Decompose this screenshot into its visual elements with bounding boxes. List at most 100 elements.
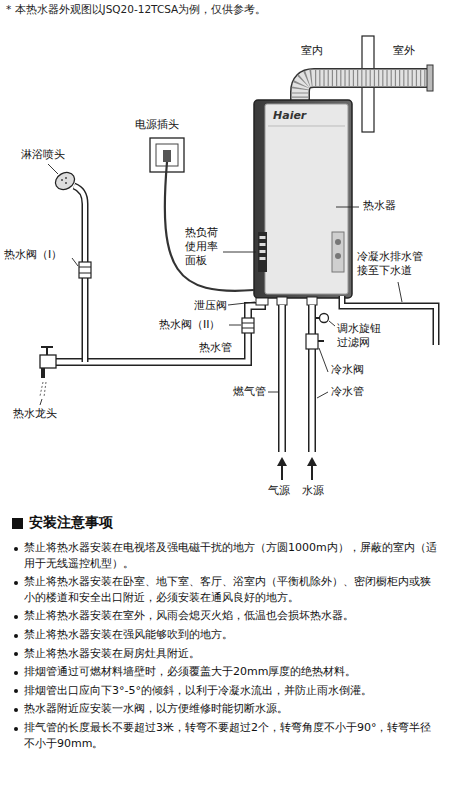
source-label: 水源 — [301, 484, 325, 498]
supply-arrow — [277, 457, 287, 466]
bullet-note: 禁止将热水器安装在电视塔及强电磁干扰的地方（方圆1000m内），屏蔽的室内（适用… — [12, 540, 440, 571]
gas-pipe — [277, 297, 287, 452]
part-label: 调水旋钮 过滤网 — [336, 322, 390, 350]
cold-water-valve — [318, 340, 324, 342]
hot-water-faucet — [41, 346, 53, 348]
hot-water-valve — [79, 262, 91, 278]
water-heater — [260, 257, 266, 260]
cold-water-pipe — [310, 305, 315, 452]
section-heading: 安装注意事项 — [29, 514, 113, 532]
water-heater — [260, 236, 266, 239]
hot-water-faucet — [44, 382, 46, 397]
part-label: 热负荷 使用率 面板 — [184, 226, 223, 267]
power-plug — [150, 138, 254, 291]
leader-line — [40, 399, 42, 405]
hot-water-valve — [79, 262, 91, 278]
hot-water-faucet — [41, 368, 45, 378]
hot-water-valve — [242, 323, 254, 324]
bullet-note: 禁止将热水器安装在室外，风雨会熄灭火焰，低温也会损坏热水器。 — [12, 608, 440, 624]
bullet-note: 禁止将热水器安装在卧室、地下室、客厅、浴室内（平衡机除外）、密闭橱柜内或狭小的楼… — [12, 574, 440, 605]
water-heater — [254, 100, 352, 298]
hot-water-faucet — [40, 355, 56, 368]
supply-arrow — [281, 465, 283, 480]
supply-arrow — [277, 457, 317, 480]
part-label: 热水阀（I） — [3, 248, 63, 262]
pressure-relief-valve — [256, 298, 268, 305]
leader-line — [319, 348, 328, 372]
leader-line — [40, 164, 402, 405]
part-label: 泄压阀 — [193, 299, 228, 313]
hot-water-valve — [242, 318, 254, 333]
supply-arrow — [307, 457, 317, 466]
leader-line — [268, 392, 278, 393]
gas-pipe — [280, 305, 285, 452]
shower-head — [65, 177, 67, 179]
part-label: 淋浴喷头 — [20, 148, 66, 162]
water-heater — [260, 250, 266, 253]
adjust-knob — [320, 314, 329, 323]
water-heater — [258, 232, 267, 272]
adjust-knob — [316, 314, 329, 323]
cold-water-valve — [306, 334, 324, 349]
notes-section: 安装注意事项 禁止将热水器安装在电视塔及强电磁干扰的地方（方圆1000m内），屏… — [12, 514, 440, 754]
flue-pipe — [300, 65, 433, 102]
hot-water-valve — [242, 328, 254, 329]
gas-pipe — [277, 297, 287, 305]
part-label: 热水管 — [198, 341, 233, 355]
water-heater — [260, 243, 266, 246]
cold-water-valve — [306, 334, 318, 349]
flue-pipe — [427, 65, 433, 91]
heading-square — [12, 518, 23, 529]
part-label: 冷水管 — [330, 385, 365, 399]
hot-water-valve — [79, 273, 91, 274]
part-label: 冷凝水排水管 接至下水道 — [356, 250, 432, 278]
gas-pipe — [278, 305, 286, 452]
flue-pipe — [300, 78, 428, 102]
leader-line — [317, 392, 328, 398]
brand-logo: Haier — [272, 109, 307, 123]
flue-pipe — [300, 78, 428, 102]
part-label: 热水阀（II） — [158, 318, 222, 332]
source-label: 气源 — [267, 484, 291, 498]
leader-line — [329, 321, 335, 326]
water-heater — [254, 100, 352, 298]
power-plug — [163, 150, 171, 162]
leader-line — [398, 282, 402, 302]
water-heater — [332, 232, 344, 272]
bullet-note: 排烟管出口应向下3°-5°的倾斜，以利于冷凝水流出，并防止雨水倒灌。 — [12, 683, 440, 699]
area-label: 室外 — [392, 44, 416, 58]
hot-water-pipe — [54, 186, 262, 362]
bullet-note: 禁止将热水器安装在强风能够吹到的地方。 — [12, 627, 440, 643]
leader-line — [336, 207, 359, 208]
part-label: 冷水阀 — [330, 363, 365, 377]
part-label: 热水龙头 — [12, 407, 58, 421]
water-heater — [265, 104, 348, 294]
shower-head — [65, 182, 67, 184]
area-label: 室内 — [300, 44, 324, 58]
leader-line — [48, 164, 58, 174]
leader-line — [229, 325, 241, 326]
leader-line — [222, 252, 256, 253]
bullet-note: 排气管的长度最长不要超过3米，转弯不要超过2个，转弯角度不小于90°，转弯半径不… — [12, 720, 440, 751]
part-label: 燃气管 — [232, 385, 267, 399]
water-heater — [335, 253, 341, 259]
notes-list: 禁止将热水器安装在电视塔及强电磁干扰的地方（方圆1000m内），屏蔽的室内（适用… — [12, 540, 440, 751]
hot-water-faucet — [46, 347, 48, 355]
notes-heading: 安装注意事项 — [12, 514, 440, 532]
cold-water-pipe — [307, 297, 317, 452]
bullet-note: 排烟管通过可燃材料墙壁时，必须覆盖大于20mm厚度的绝热材料。 — [12, 664, 440, 680]
cold-water-pipe — [307, 297, 317, 305]
hot-water-valve — [79, 267, 91, 268]
water-heater — [335, 239, 341, 245]
flue-pipe — [300, 78, 428, 102]
leader-line — [72, 258, 78, 266]
shower-head — [61, 179, 63, 181]
part-label: 电源插头 — [134, 118, 180, 132]
bullet-note: 禁止将热水器安装在厨房灶具附近。 — [12, 646, 440, 662]
power-plug — [165, 162, 254, 291]
bullet-note: 热水器附近应安装一水阀，以方便维修时能切断水源。 — [12, 701, 440, 717]
hot-water-valve — [242, 318, 254, 333]
part-label: 热水器 — [362, 199, 397, 213]
